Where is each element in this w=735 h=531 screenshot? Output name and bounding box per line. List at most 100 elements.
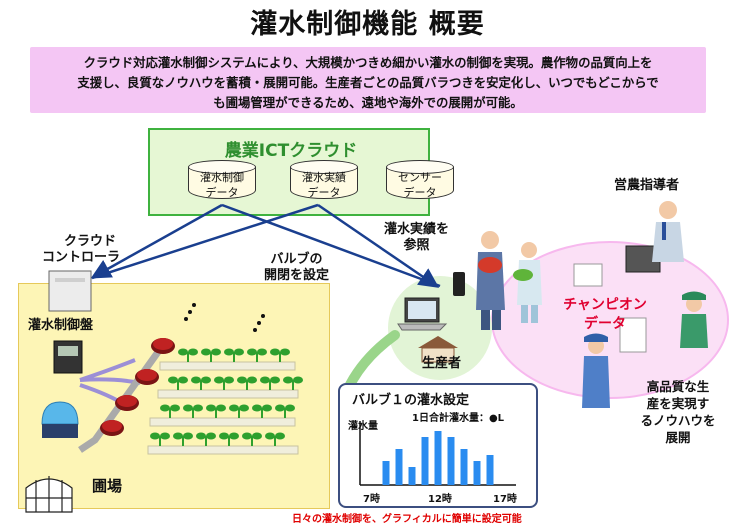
label-result-1: 灌水実績を xyxy=(384,222,450,237)
seedling-icon xyxy=(265,432,285,446)
label-valve-1: バルブの xyxy=(270,252,323,267)
chart-bar xyxy=(421,437,429,485)
arrow-cloud-to-producer xyxy=(317,203,440,288)
db-sensor-line2: データ xyxy=(403,186,437,199)
database-icon: 灌水実績データ xyxy=(290,160,358,206)
seedling-icon xyxy=(206,404,226,418)
seedling-icon xyxy=(201,348,221,362)
seedling-icon xyxy=(252,404,272,418)
seedling-icon xyxy=(196,432,216,446)
laptop-icon xyxy=(397,297,448,331)
database-icon: 灌水制御データ xyxy=(188,160,256,206)
label-valve-2: 開閉を設定 xyxy=(264,268,330,283)
graph-total: 1日合計灌水量：●L xyxy=(412,413,505,424)
chart-bar xyxy=(460,449,468,485)
label-producer: 生産者 xyxy=(422,356,462,371)
champion-line-2: データ xyxy=(584,316,626,332)
label-cloud-controller-2: コントローラ xyxy=(42,250,121,265)
knowhow-line-3: るノウハウを xyxy=(640,413,716,428)
chart-bar xyxy=(434,431,442,485)
db-result-line2: データ xyxy=(307,186,341,199)
label-control-panel: 灌水制御盤 xyxy=(28,318,94,333)
ict-cloud-box: 農業ICTクラウド 灌水制御データ 灌水実績データ センサーデータ xyxy=(148,128,454,216)
label-advisor: 営農指導者 xyxy=(614,178,680,193)
seedling-icon xyxy=(150,348,303,446)
chart-bar xyxy=(382,461,390,485)
chart-bar xyxy=(486,455,494,485)
worker-icon xyxy=(680,291,708,348)
valve-icon xyxy=(115,395,139,411)
summary-line-2: 支援し、良質なノウハウを蓄積・展開可能。生産者ごとの品質バラつきを安定化し、いつ… xyxy=(77,75,659,90)
seedling-icon xyxy=(168,376,188,390)
db-sensor-line1: センサー xyxy=(398,171,442,184)
document-icon xyxy=(573,263,647,353)
chart-bar xyxy=(447,437,455,485)
label-result-2: 参照 xyxy=(403,238,430,253)
chart-bar xyxy=(395,449,403,485)
chart-bar xyxy=(473,461,481,485)
label-cloud-controller: クラウド コントローラ xyxy=(42,234,120,266)
arrow-controller-to-cloud xyxy=(91,203,319,280)
champion-line-1: チャンピオン xyxy=(563,297,647,313)
graph-title: バルブ１の灌水設定 xyxy=(352,393,470,408)
label-knowhow: 高品質な生 産を実現す るノウハウを 展開 xyxy=(636,378,720,446)
knowhow-line-1: 高品質な生 xyxy=(646,379,710,394)
seedling-icon xyxy=(270,348,290,362)
valve-icon xyxy=(135,369,159,385)
seedling-icon xyxy=(275,404,295,418)
farmer-icon xyxy=(476,231,505,330)
seedling-icon xyxy=(237,376,257,390)
label-result-reference: 灌水実績を 参照 xyxy=(384,222,449,254)
chart-bar xyxy=(408,467,416,485)
seedling-icon xyxy=(247,348,267,362)
farmer-icon xyxy=(513,242,542,323)
arrow-cloud-to-controller xyxy=(90,203,223,279)
chart-plot xyxy=(359,421,516,486)
valve-icon xyxy=(100,420,124,436)
graph-caption: 日々の灌水制御を、グラフィカルに簡単に設定可能 xyxy=(292,514,522,525)
advisor-icon xyxy=(625,201,684,273)
house-icon xyxy=(418,336,458,363)
seedling-icon xyxy=(283,376,303,390)
summary-banner: クラウド対応灌水制御システムにより、大規模かつきめ細かい灌水の制御を実現。農作物… xyxy=(30,47,706,113)
x-tick-label: 12時 xyxy=(428,494,452,505)
seedling-icon xyxy=(260,376,280,390)
seedling-icon xyxy=(191,376,211,390)
seedling-icon xyxy=(160,404,180,418)
db-result-line1: 灌水実績 xyxy=(302,171,346,184)
seedling-icon xyxy=(219,432,239,446)
cloud-title: 農業ICTクラウド xyxy=(224,141,358,161)
control-panel-icon xyxy=(53,340,83,374)
summary-line-3: も圃場管理ができるため、遠地や海外での展開が可能。 xyxy=(213,95,523,110)
x-tick-label: 17時 xyxy=(493,494,517,505)
bed-rows xyxy=(147,361,299,455)
label-cloud-controller-1: クラウド xyxy=(64,234,117,249)
knowhow-line-4: 展開 xyxy=(665,430,691,445)
label-valve-setting: バルブの 開閉を設定 xyxy=(264,252,329,284)
champion-data-label: チャンピオン データ xyxy=(550,296,660,334)
seedling-icon xyxy=(178,348,198,362)
seedling-icon xyxy=(173,432,193,446)
graph-ylabel: 灌水量 xyxy=(348,421,378,432)
page-title: 灌水制御機能 概要 xyxy=(250,9,485,40)
smartphone-icon xyxy=(453,272,465,296)
label-field: 圃場 xyxy=(92,477,123,495)
seedling-icon xyxy=(242,432,262,446)
worker-icon xyxy=(582,333,610,408)
db-control-line1: 灌水制御 xyxy=(200,171,244,184)
seedling-icon xyxy=(150,432,170,446)
summary-line-1: クラウド対応灌水制御システムにより、大規模かつきめ細かい灌水の制御を実現。農作物… xyxy=(83,55,653,70)
db-control-line2: データ xyxy=(205,186,239,199)
arrow-producer-to-cloud xyxy=(221,203,441,288)
controller-box-icon xyxy=(48,270,92,312)
seedling-icon xyxy=(224,348,244,362)
seedling-icon xyxy=(214,376,234,390)
valve-icon xyxy=(151,338,175,354)
seedling-icon xyxy=(229,404,249,418)
knowhow-line-2: 産を実現す xyxy=(646,396,710,411)
tank-icon xyxy=(41,401,79,438)
greenhouse-icon xyxy=(25,476,73,513)
